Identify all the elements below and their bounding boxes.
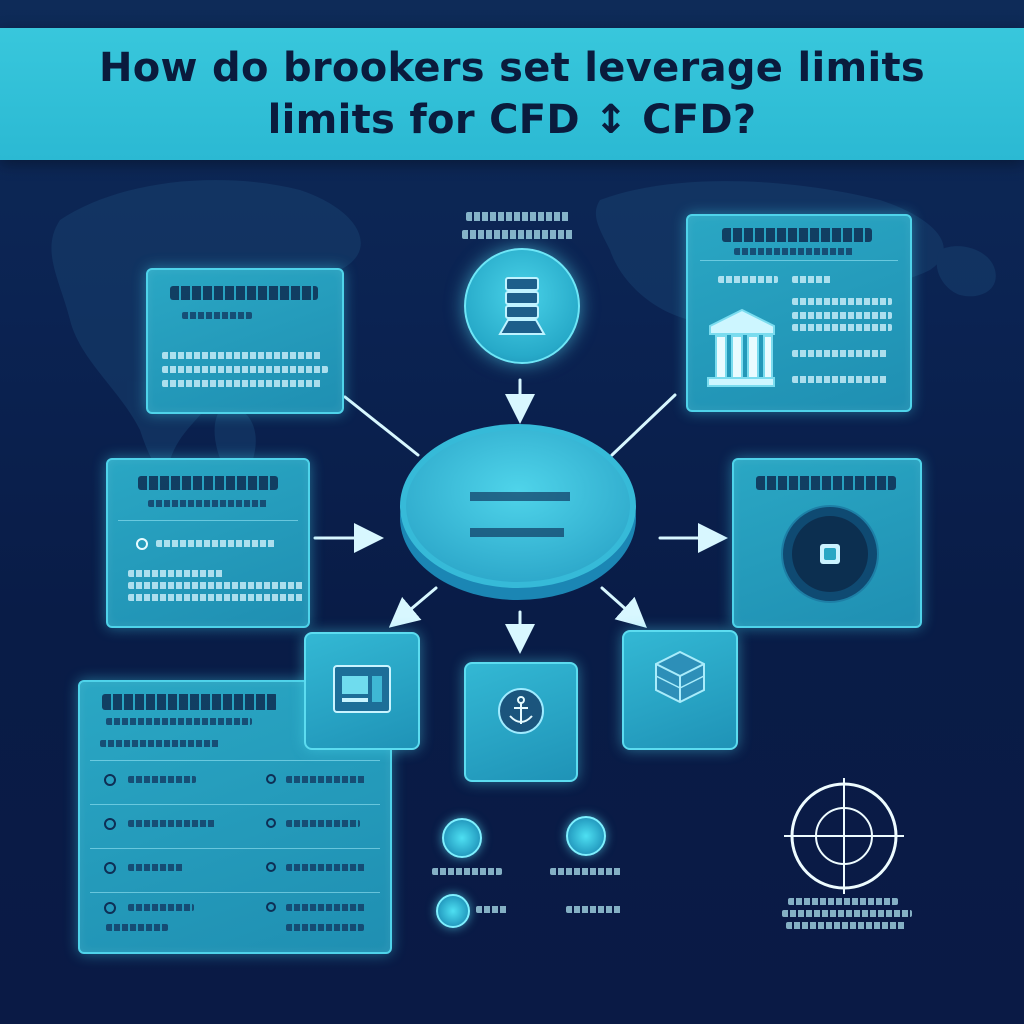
upper-right-card: [686, 214, 912, 412]
cube-stack-icon: [655, 650, 705, 704]
bottom-right-tile: [622, 630, 738, 750]
list-row-4: [80, 894, 390, 936]
central-hub: [398, 420, 638, 600]
crosshair-icon: [784, 778, 904, 894]
list-row-3: [80, 850, 390, 892]
floating-circle-2: [566, 816, 606, 856]
upper-left-card: [146, 268, 344, 414]
left-middle-card: [106, 458, 310, 628]
bottom-center-tile: [464, 662, 578, 782]
top-node-label: [462, 210, 574, 242]
right-middle-card: [732, 458, 922, 628]
server-stack-icon: [498, 277, 546, 335]
anchor-icon: [498, 688, 544, 734]
pillars-building-icon: [707, 308, 775, 387]
list-row-2: [80, 806, 390, 848]
list-row-1: [80, 762, 390, 804]
chart-window-icon: [333, 665, 391, 713]
floating-circle-3: [436, 894, 470, 928]
bottom-left-tile: [304, 632, 420, 750]
title-line-1: How do broo​kers set leverage limits: [99, 45, 925, 91]
target-disc-icon: [781, 505, 879, 603]
floating-circle-1: [442, 818, 482, 858]
left-middle-bullet: [136, 538, 148, 550]
header-banner: How do broo​kers set leverage limits lim…: [0, 28, 1024, 160]
crosshair-label: [782, 896, 914, 940]
center-disc: [400, 424, 636, 600]
top-node-circle: [464, 248, 580, 364]
title-line-2: limits for CFD ↕ CFD?: [267, 97, 757, 143]
